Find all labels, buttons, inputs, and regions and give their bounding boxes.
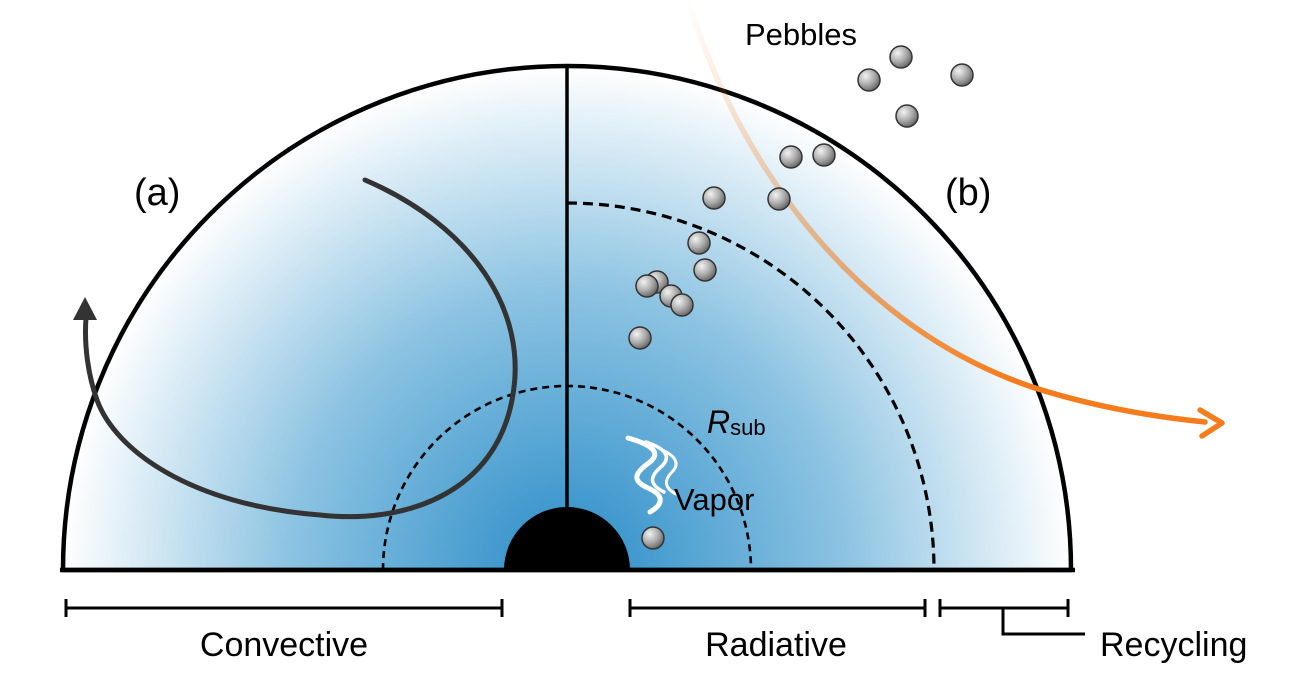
recycling-range-bar [938,599,1085,636]
flow-arrowhead-icon [1197,407,1225,439]
pebble-sphere-icon [687,231,711,255]
pebble-sphere-icon [812,143,836,167]
pebble-sphere-icon [670,293,694,317]
convective-range-bar [64,599,504,617]
pebbles-label: Pebbles [745,17,857,52]
pebble-sphere-icon [635,274,659,298]
radiative-label: Radiative [705,626,847,664]
pebble-sphere-icon [895,104,919,128]
pebble-sphere-icon [702,186,726,210]
pebble-sphere-icon [779,145,803,169]
vapor-wisp-icon [625,435,678,515]
r-sub-boundary [381,384,753,571]
vapor-label: Vapor [674,482,754,517]
pebble-sphere-icon [628,326,652,350]
convection-arrow [83,177,518,520]
r-sub-label: Rsub [707,404,766,440]
planet-core [504,507,630,570]
pebble-group [628,45,974,550]
panel-b-label: (b) [945,172,991,214]
panel-a-label: (a) [134,172,180,214]
pebble-sphere-icon [767,187,791,211]
pebble-sphere-icon [693,258,717,282]
pebble-sphere-icon [641,526,665,550]
recycling-label: Recycling [1100,626,1247,664]
recycling-flow-arrow [685,0,1208,425]
radiative-boundary [566,201,936,571]
convection-arrowhead-icon [73,297,97,320]
pebble-sphere-icon [857,68,881,92]
convective-label: Convective [200,626,368,664]
pebble-sphere-icon [889,45,913,69]
pebble-sphere-icon [950,63,974,87]
r-sub-subscript: sub [730,415,765,440]
r-sub-main: R [707,404,730,440]
radiative-range-bar [628,599,927,617]
